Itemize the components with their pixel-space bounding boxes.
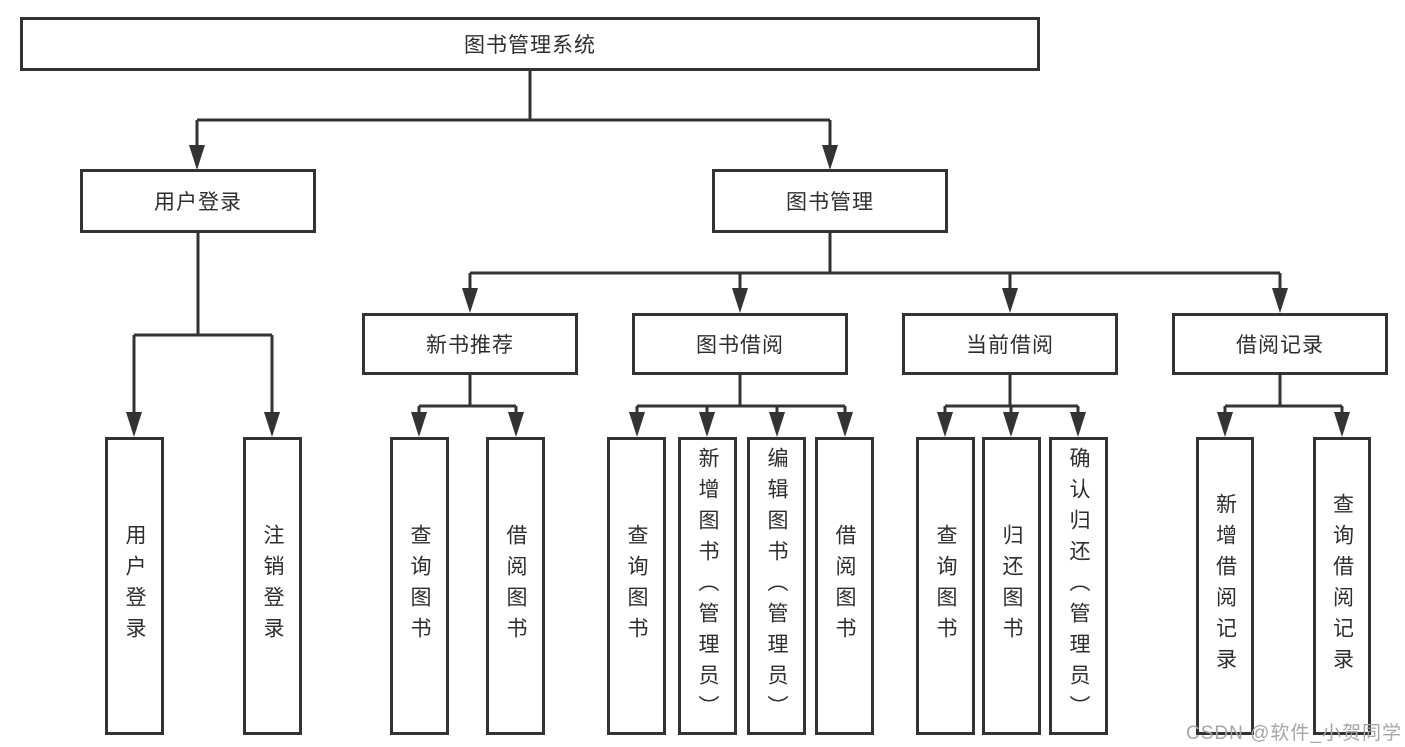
node-borrowing-records: 借阅记录 (1172, 313, 1388, 375)
csdn-watermark: CSDN @软件_小贺同学 (1186, 723, 1402, 744)
leaf-label-borrow-query-books: 查询图书 (625, 524, 648, 648)
leaf-borrow-add-books-admin: 新增图书（管理员） (678, 437, 737, 735)
node-current-borrowing: 当前借阅 (902, 313, 1118, 375)
node-label-borrowing-records: 借阅记录 (1236, 334, 1324, 357)
leaf-label-records-query-record: 查询借阅记录 (1330, 493, 1354, 679)
leaf-label-borrow-borrow-books: 借阅图书 (833, 524, 856, 648)
leaf-label-current-confirm-return-admin: 确认归还（管理员） (1067, 446, 1090, 726)
leaf-label-recommend-query-books: 查询图书 (408, 524, 431, 648)
leaf-label-recommend-borrow-books: 借阅图书 (504, 524, 527, 648)
node-label-book-management: 图书管理 (786, 191, 874, 214)
node-new-book-recommendation: 新书推荐 (362, 313, 578, 375)
leaf-borrow-borrow-books: 借阅图书 (815, 437, 874, 735)
leaf-label-borrow-add-books-admin: 新增图书（管理员） (696, 446, 719, 726)
arrowheads (126, 145, 1350, 437)
leaf-recommend-borrow-books: 借阅图书 (486, 437, 545, 735)
leaf-recommend-query-books: 查询图书 (390, 437, 449, 735)
node-label-current-borrowing: 当前借阅 (966, 334, 1054, 357)
leaf-logout: 注销登录 (243, 437, 302, 735)
leaf-borrow-edit-books-admin: 编辑图书（管理员） (747, 437, 806, 735)
node-book-borrowing: 图书借阅 (632, 313, 848, 375)
leaf-current-confirm-return-admin: 确认归还（管理员） (1049, 437, 1108, 735)
leaf-label-user-login: 用户登录 (123, 524, 146, 648)
leaf-label-borrow-edit-books-admin: 编辑图书（管理员） (765, 446, 788, 726)
node-label-new-book-recommendation: 新书推荐 (426, 334, 514, 357)
leaf-current-return-books: 归还图书 (982, 437, 1041, 735)
leaf-label-logout: 注销登录 (261, 524, 284, 648)
node-label-book-borrowing: 图书借阅 (696, 334, 784, 357)
leaf-label-records-add-record: 新增借阅记录 (1213, 493, 1237, 679)
leaf-records-add-record: 新增借阅记录 (1196, 437, 1254, 735)
node-label-user-login: 用户登录 (154, 191, 242, 214)
node-library-management-system: 图书管理系统 (20, 17, 1040, 71)
leaf-label-current-query-books: 查询图书 (934, 524, 957, 648)
leaf-records-query-record: 查询借阅记录 (1313, 437, 1371, 735)
node-label-root: 图书管理系统 (464, 34, 596, 57)
leaf-label-current-return-books: 归还图书 (1000, 524, 1023, 648)
leaf-borrow-query-books: 查询图书 (607, 437, 666, 735)
leaf-user-login: 用户登录 (105, 437, 164, 735)
node-book-management: 图书管理 (712, 169, 948, 233)
leaf-current-query-books: 查询图书 (916, 437, 975, 735)
node-user-login: 用户登录 (80, 169, 316, 233)
